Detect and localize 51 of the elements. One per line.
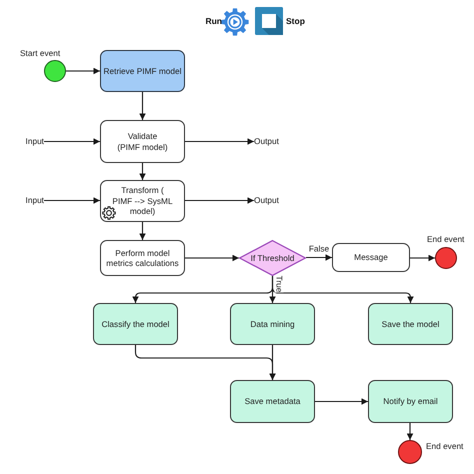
toolbar-label: Stop bbox=[286, 16, 305, 27]
task-text: Transform ( PIMF --> SysML model) bbox=[111, 185, 174, 217]
task-box bbox=[368, 303, 453, 345]
edge-label: True bbox=[274, 276, 284, 292]
arrow bbox=[406, 423, 414, 440]
task-text: Message bbox=[354, 252, 388, 263]
arrow bbox=[272, 276, 414, 303]
task-box bbox=[230, 303, 315, 345]
task-box bbox=[100, 240, 185, 276]
arrow bbox=[306, 254, 332, 261]
arrow bbox=[139, 92, 146, 120]
event-label: End event bbox=[427, 234, 464, 245]
flow-text: Output bbox=[254, 136, 279, 147]
task-box bbox=[93, 303, 178, 345]
arrow bbox=[185, 197, 254, 204]
task-text: Classify the model bbox=[102, 318, 170, 330]
arrow bbox=[269, 345, 276, 380]
task-text: Retrieve PIMF model bbox=[104, 66, 182, 76]
arrow bbox=[44, 138, 100, 145]
end-event-circle bbox=[435, 247, 457, 269]
arrow bbox=[185, 138, 254, 145]
task-text: Perform model metrics calculations bbox=[105, 248, 180, 268]
arrow bbox=[66, 68, 100, 74]
edge-label: False bbox=[308, 244, 330, 254]
end-event-circle bbox=[398, 440, 422, 464]
task-box bbox=[332, 243, 410, 272]
arrow bbox=[315, 398, 368, 405]
event-label: End event bbox=[426, 441, 464, 452]
arrow bbox=[185, 254, 239, 262]
task-box bbox=[230, 380, 315, 423]
arrow bbox=[44, 197, 100, 204]
task-text: Notify by email bbox=[383, 396, 438, 407]
arrow bbox=[410, 254, 435, 262]
flow-text: Input bbox=[26, 195, 44, 206]
task-text: Save metadata bbox=[244, 396, 300, 407]
toolbar-label: Run bbox=[205, 16, 222, 27]
decision-diamond bbox=[239, 240, 306, 276]
task-text: Save the model bbox=[382, 318, 440, 330]
arrow bbox=[139, 222, 146, 240]
event-label: Start event bbox=[20, 48, 60, 59]
task-box bbox=[100, 50, 185, 92]
flow-text: Input bbox=[26, 136, 44, 147]
task-text: Validate (PIMF model) bbox=[116, 131, 169, 152]
start-event-circle bbox=[44, 60, 66, 82]
task-box bbox=[368, 380, 453, 423]
task-box bbox=[100, 120, 185, 163]
task-text: Data mining bbox=[250, 318, 295, 330]
decision-text: If Threshold bbox=[250, 253, 294, 263]
arrow bbox=[139, 163, 146, 180]
task-box bbox=[100, 180, 185, 222]
flow-text: Output bbox=[254, 195, 279, 206]
